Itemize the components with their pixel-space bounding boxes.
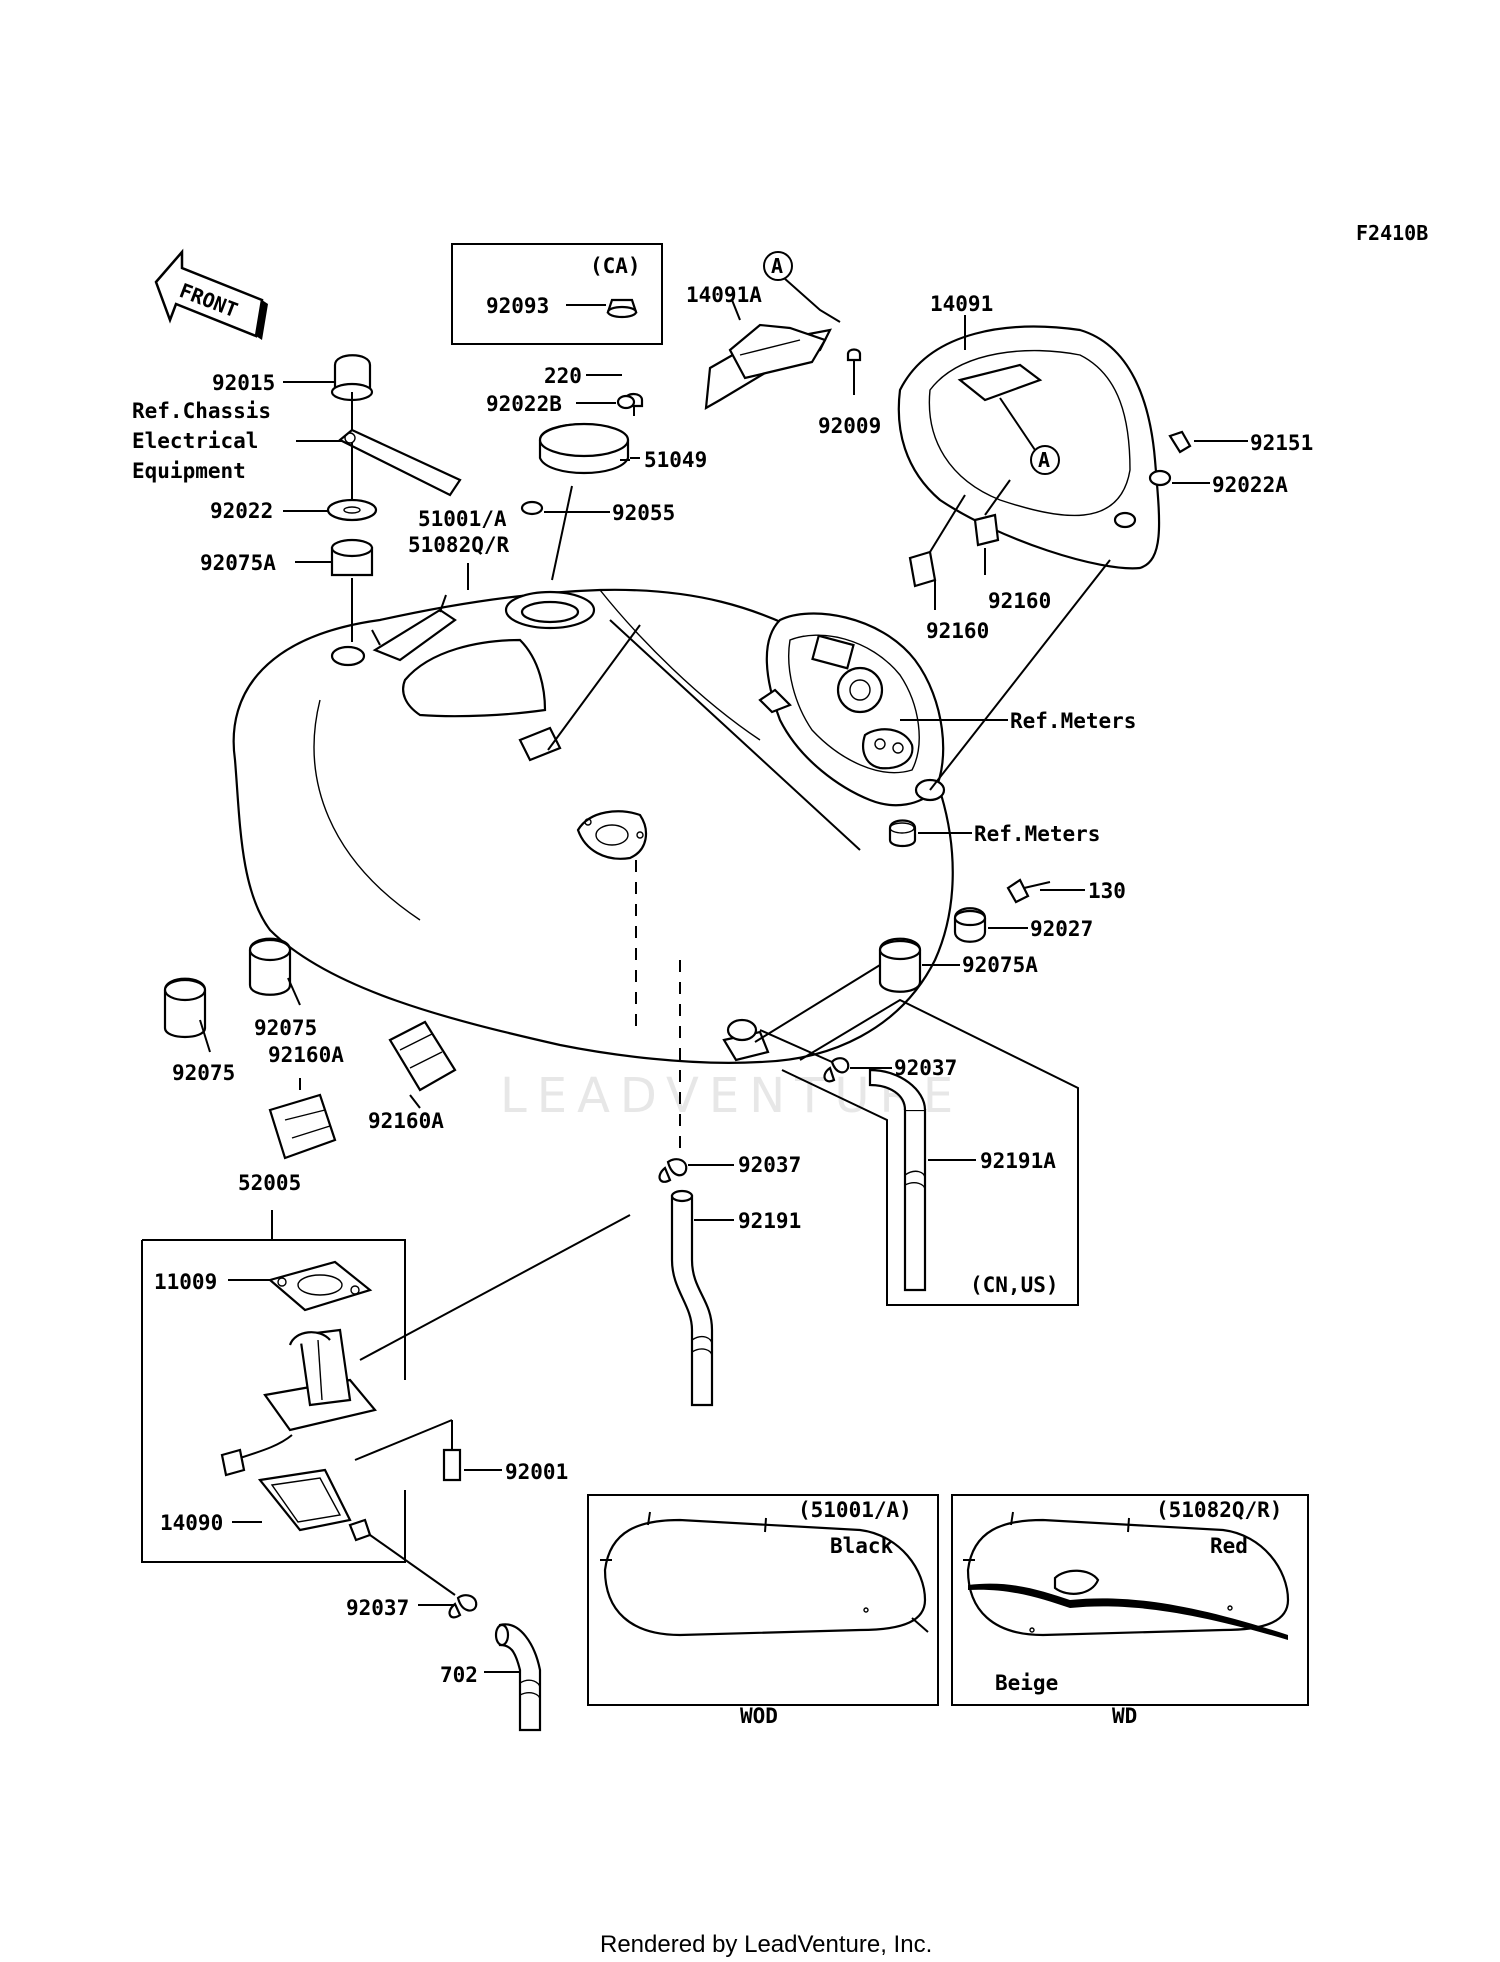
hoses — [359, 860, 927, 1407]
label-ref-chassis-2: Electrical — [132, 429, 258, 453]
label-92191A: 92191A — [980, 1149, 1056, 1173]
label-ref-chassis-3: Equipment — [132, 459, 246, 483]
variant-box-wod — [587, 1494, 939, 1706]
label-52005: 52005 — [238, 1171, 301, 1195]
label-51082QR: 51082Q/R — [408, 533, 510, 557]
label-220: 220 — [544, 364, 582, 388]
fuel-cap-group — [451, 243, 663, 581]
label-ca: (CA) — [590, 254, 641, 278]
variant-wd-code: (51082Q/R) — [1156, 1498, 1282, 1522]
label-92075-b: 92075 — [172, 1061, 235, 1085]
footer-text: Rendered by LeadVenture, Inc. — [600, 1931, 932, 1958]
variant-box-wd — [951, 1494, 1309, 1706]
label-92022A: 92022A — [1212, 473, 1288, 497]
mounting-stack-left — [326, 354, 462, 642]
variant-wod-footer: WOD — [740, 1704, 778, 1728]
fuel-pump-group — [141, 1210, 542, 1732]
label-cn-us: (CN,US) — [970, 1273, 1059, 1297]
variant-wd: (51082Q/R) Red Beige WD — [951, 1494, 1309, 1728]
ca-box — [451, 243, 663, 345]
label-92022: 92022 — [210, 499, 273, 523]
label-92001: 92001 — [505, 1460, 568, 1484]
meter-assembly — [758, 612, 946, 848]
label-92027: 92027 — [1030, 917, 1093, 941]
hose-leaders — [688, 1067, 976, 1221]
callout-a-top: A — [771, 254, 783, 278]
callout-a-cover: A — [1038, 448, 1050, 472]
label-92015: 92015 — [212, 371, 275, 395]
pump-box-top — [142, 1239, 406, 1380]
label-92009: 92009 — [818, 414, 881, 438]
label-92022B: 92022B — [486, 392, 562, 416]
label-92037-b: 92037 — [738, 1153, 801, 1177]
label-92075A-top: 92075A — [200, 551, 276, 575]
variant-wod-code: (51001/A) — [798, 1498, 912, 1522]
rubbers-left — [163, 937, 457, 1160]
label-92037-a: 92037 — [894, 1056, 957, 1080]
label-92093: 92093 — [486, 294, 549, 318]
label-92160-a: 92160 — [926, 619, 989, 643]
variant-wd-color-red: Red — [1210, 1534, 1248, 1558]
label-92160-b: 92160 — [988, 589, 1051, 613]
label-14091A: 14091A — [686, 283, 762, 307]
cn-us-box — [781, 998, 1079, 1306]
label-92160A-b: 92160A — [368, 1109, 444, 1133]
label-92037-c: 92037 — [346, 1596, 409, 1620]
pump-box-bottom — [141, 1240, 406, 1563]
label-51001A: 51001/A — [418, 507, 507, 531]
label-14091: 14091 — [930, 292, 993, 316]
label-92075A-mid: 92075A — [962, 953, 1038, 977]
label-92055: 92055 — [612, 501, 675, 525]
label-ref-meters-1: Ref.Meters — [1010, 709, 1136, 733]
variant-wd-color-beige: Beige — [995, 1671, 1058, 1695]
label-ref-meters-2: Ref.Meters — [974, 822, 1100, 846]
label-14090: 14090 — [160, 1511, 223, 1535]
label-702: 702 — [440, 1663, 478, 1687]
label-11009: 11009 — [154, 1270, 217, 1294]
label-ref-chassis-1: Ref.Chassis — [132, 399, 271, 423]
variant-wod-color: Black — [830, 1534, 894, 1558]
meter-cover-group: A A — [704, 251, 1192, 588]
variant-wod: (51001/A) Black WOD — [587, 1494, 939, 1728]
front-arrow-icon: FRONT — [154, 248, 268, 340]
variant-wd-footer: WD — [1112, 1704, 1137, 1728]
leader-lines — [283, 299, 1248, 1043]
label-51049: 51049 — [644, 448, 707, 472]
label-92151: 92151 — [1250, 431, 1313, 455]
label-92191: 92191 — [738, 1209, 801, 1233]
label-92075-a: 92075 — [254, 1016, 317, 1040]
part-labels: 92015 Ref.Chassis Electrical Equipment 9… — [132, 254, 1313, 1687]
label-92160A-a: 92160A — [268, 1043, 344, 1067]
label-130: 130 — [1088, 879, 1126, 903]
diagram-code: F2410B — [1356, 221, 1428, 245]
rear-mount-hardware — [878, 878, 1051, 993]
